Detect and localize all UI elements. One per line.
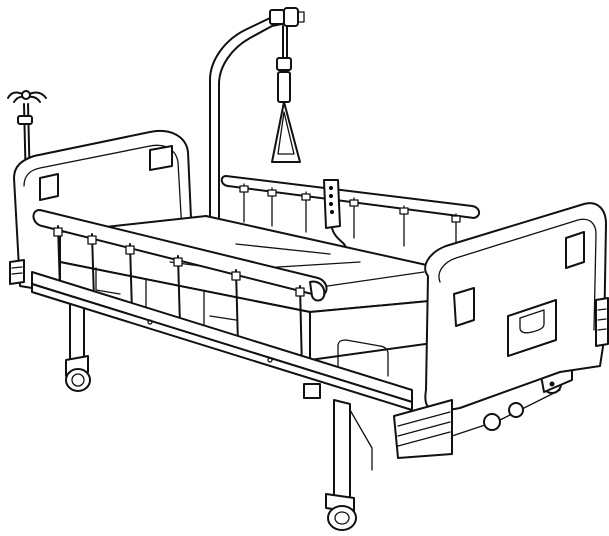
trapeze-bar-icon bbox=[209, 7, 305, 269]
bed-frame bbox=[31, 271, 413, 411]
hand-grip-icon bbox=[271, 25, 301, 163]
footboard-icon bbox=[393, 202, 609, 459]
caster-wheel-icon bbox=[325, 493, 357, 531]
front-leg bbox=[333, 399, 373, 501]
caster-wheel-icon bbox=[65, 355, 91, 392]
side-rail-icon bbox=[220, 175, 480, 255]
